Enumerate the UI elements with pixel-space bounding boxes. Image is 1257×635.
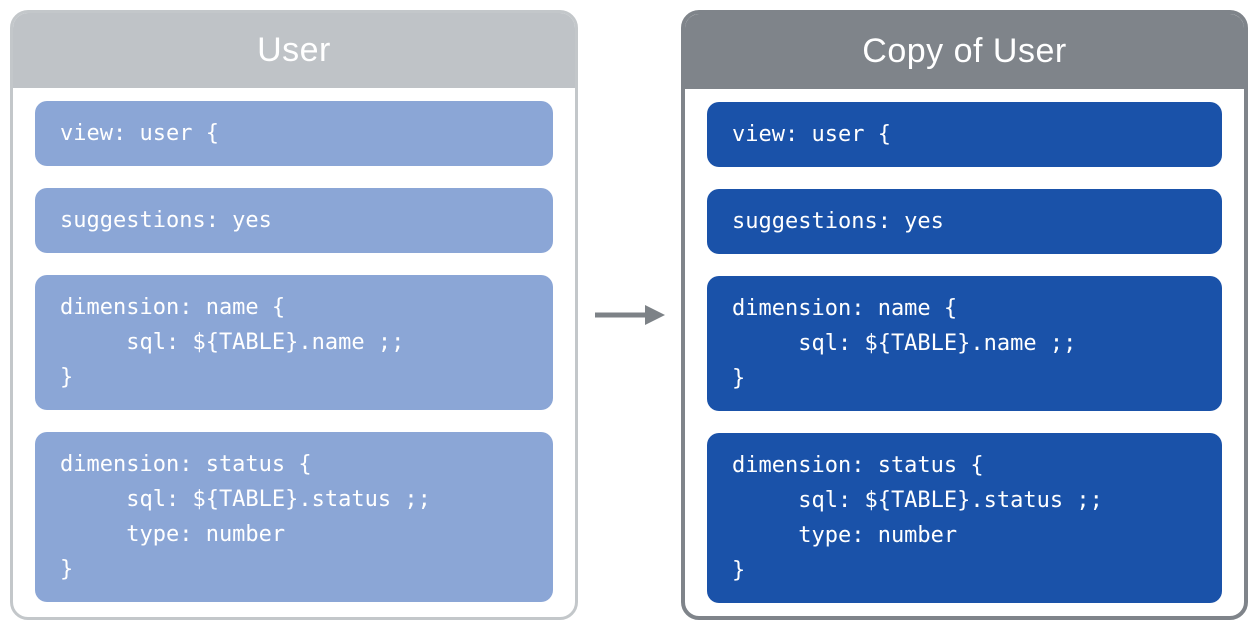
panel-copy-of-user-body: view: user { suggestions: yes dimension:… bbox=[685, 89, 1244, 603]
code-block-suggestions: suggestions: yes bbox=[35, 188, 553, 253]
copy-arrow-icon bbox=[591, 301, 669, 329]
code-block-dimension-status: dimension: status { sql: ${TABLE}.status… bbox=[35, 432, 553, 602]
panel-user-title: User bbox=[257, 31, 331, 69]
panel-copy-of-user-title: Copy of User bbox=[862, 32, 1067, 70]
code-block-dimension-name: dimension: name { sql: ${TABLE}.name ;; … bbox=[35, 275, 553, 410]
panel-user: User view: user { suggestions: yes dimen… bbox=[10, 10, 578, 620]
code-block-view: view: user { bbox=[35, 101, 553, 166]
panel-user-body: view: user { suggestions: yes dimension:… bbox=[13, 88, 575, 602]
right-arrow-icon bbox=[595, 305, 665, 325]
panel-user-header: User bbox=[13, 13, 575, 88]
code-block-suggestions-copy: suggestions: yes bbox=[707, 189, 1222, 254]
code-block-view-copy: view: user { bbox=[707, 102, 1222, 167]
code-block-dimension-name-copy: dimension: name { sql: ${TABLE}.name ;; … bbox=[707, 276, 1222, 411]
panel-copy-of-user-header: Copy of User bbox=[685, 14, 1244, 89]
code-block-dimension-status-copy: dimension: status { sql: ${TABLE}.status… bbox=[707, 433, 1222, 603]
panel-copy-of-user: Copy of User view: user { suggestions: y… bbox=[681, 10, 1248, 620]
